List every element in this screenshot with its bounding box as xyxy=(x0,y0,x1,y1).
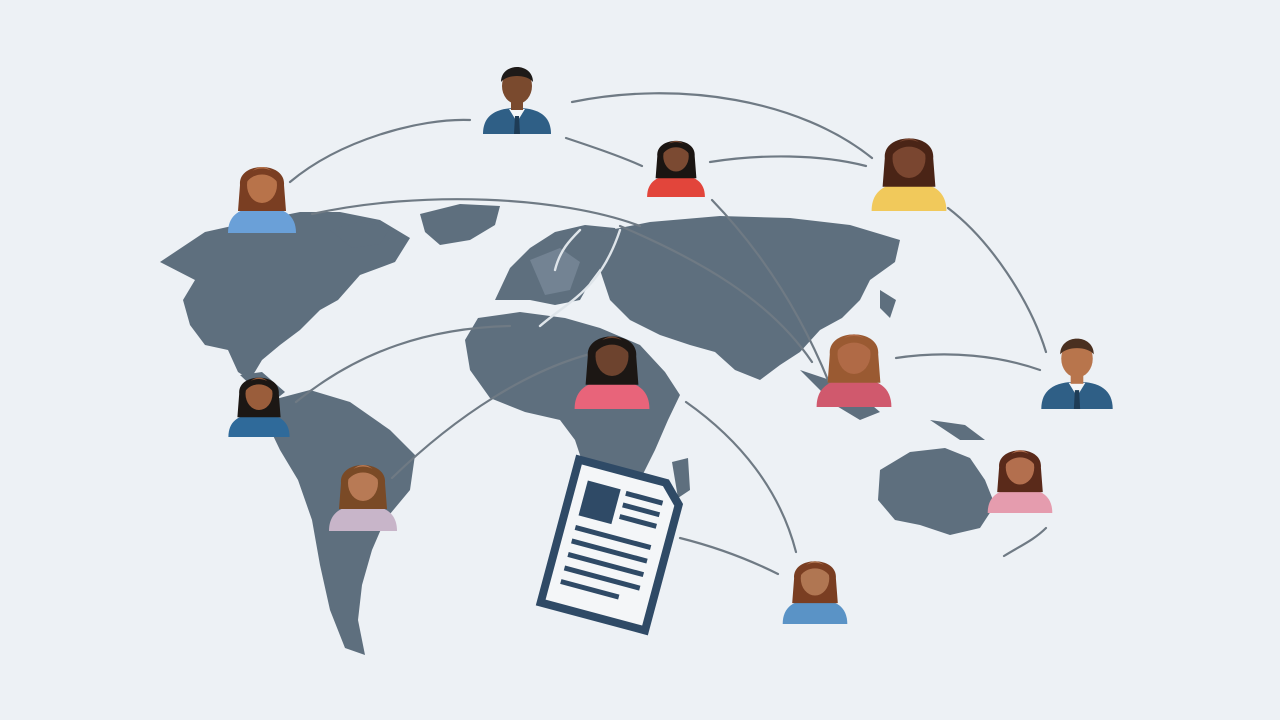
person-top-right-avatar xyxy=(871,138,947,211)
greenland xyxy=(420,204,500,245)
person-asia-avatar xyxy=(816,334,892,407)
arctic-islands xyxy=(330,222,390,248)
newspaper-document-icon xyxy=(535,454,684,636)
madagascar xyxy=(672,458,690,498)
person-north-america-avatar xyxy=(228,167,296,233)
person-central-america-avatar xyxy=(228,377,290,437)
person-africa-avatar xyxy=(574,336,650,409)
north-america xyxy=(160,212,410,380)
person-south-america-avatar xyxy=(329,465,397,531)
person-europe-avatar xyxy=(647,140,705,197)
person-australia-avatar xyxy=(987,450,1053,513)
person-bottom-avatar xyxy=(782,561,848,624)
person-top-center-avatar xyxy=(483,67,551,134)
connection-lines xyxy=(288,92,1048,576)
australia xyxy=(878,448,995,535)
person-right-avatar xyxy=(1041,338,1113,409)
new-guinea xyxy=(930,420,985,440)
europe-highlight xyxy=(530,248,580,295)
japan xyxy=(880,290,896,318)
people xyxy=(228,67,1113,624)
